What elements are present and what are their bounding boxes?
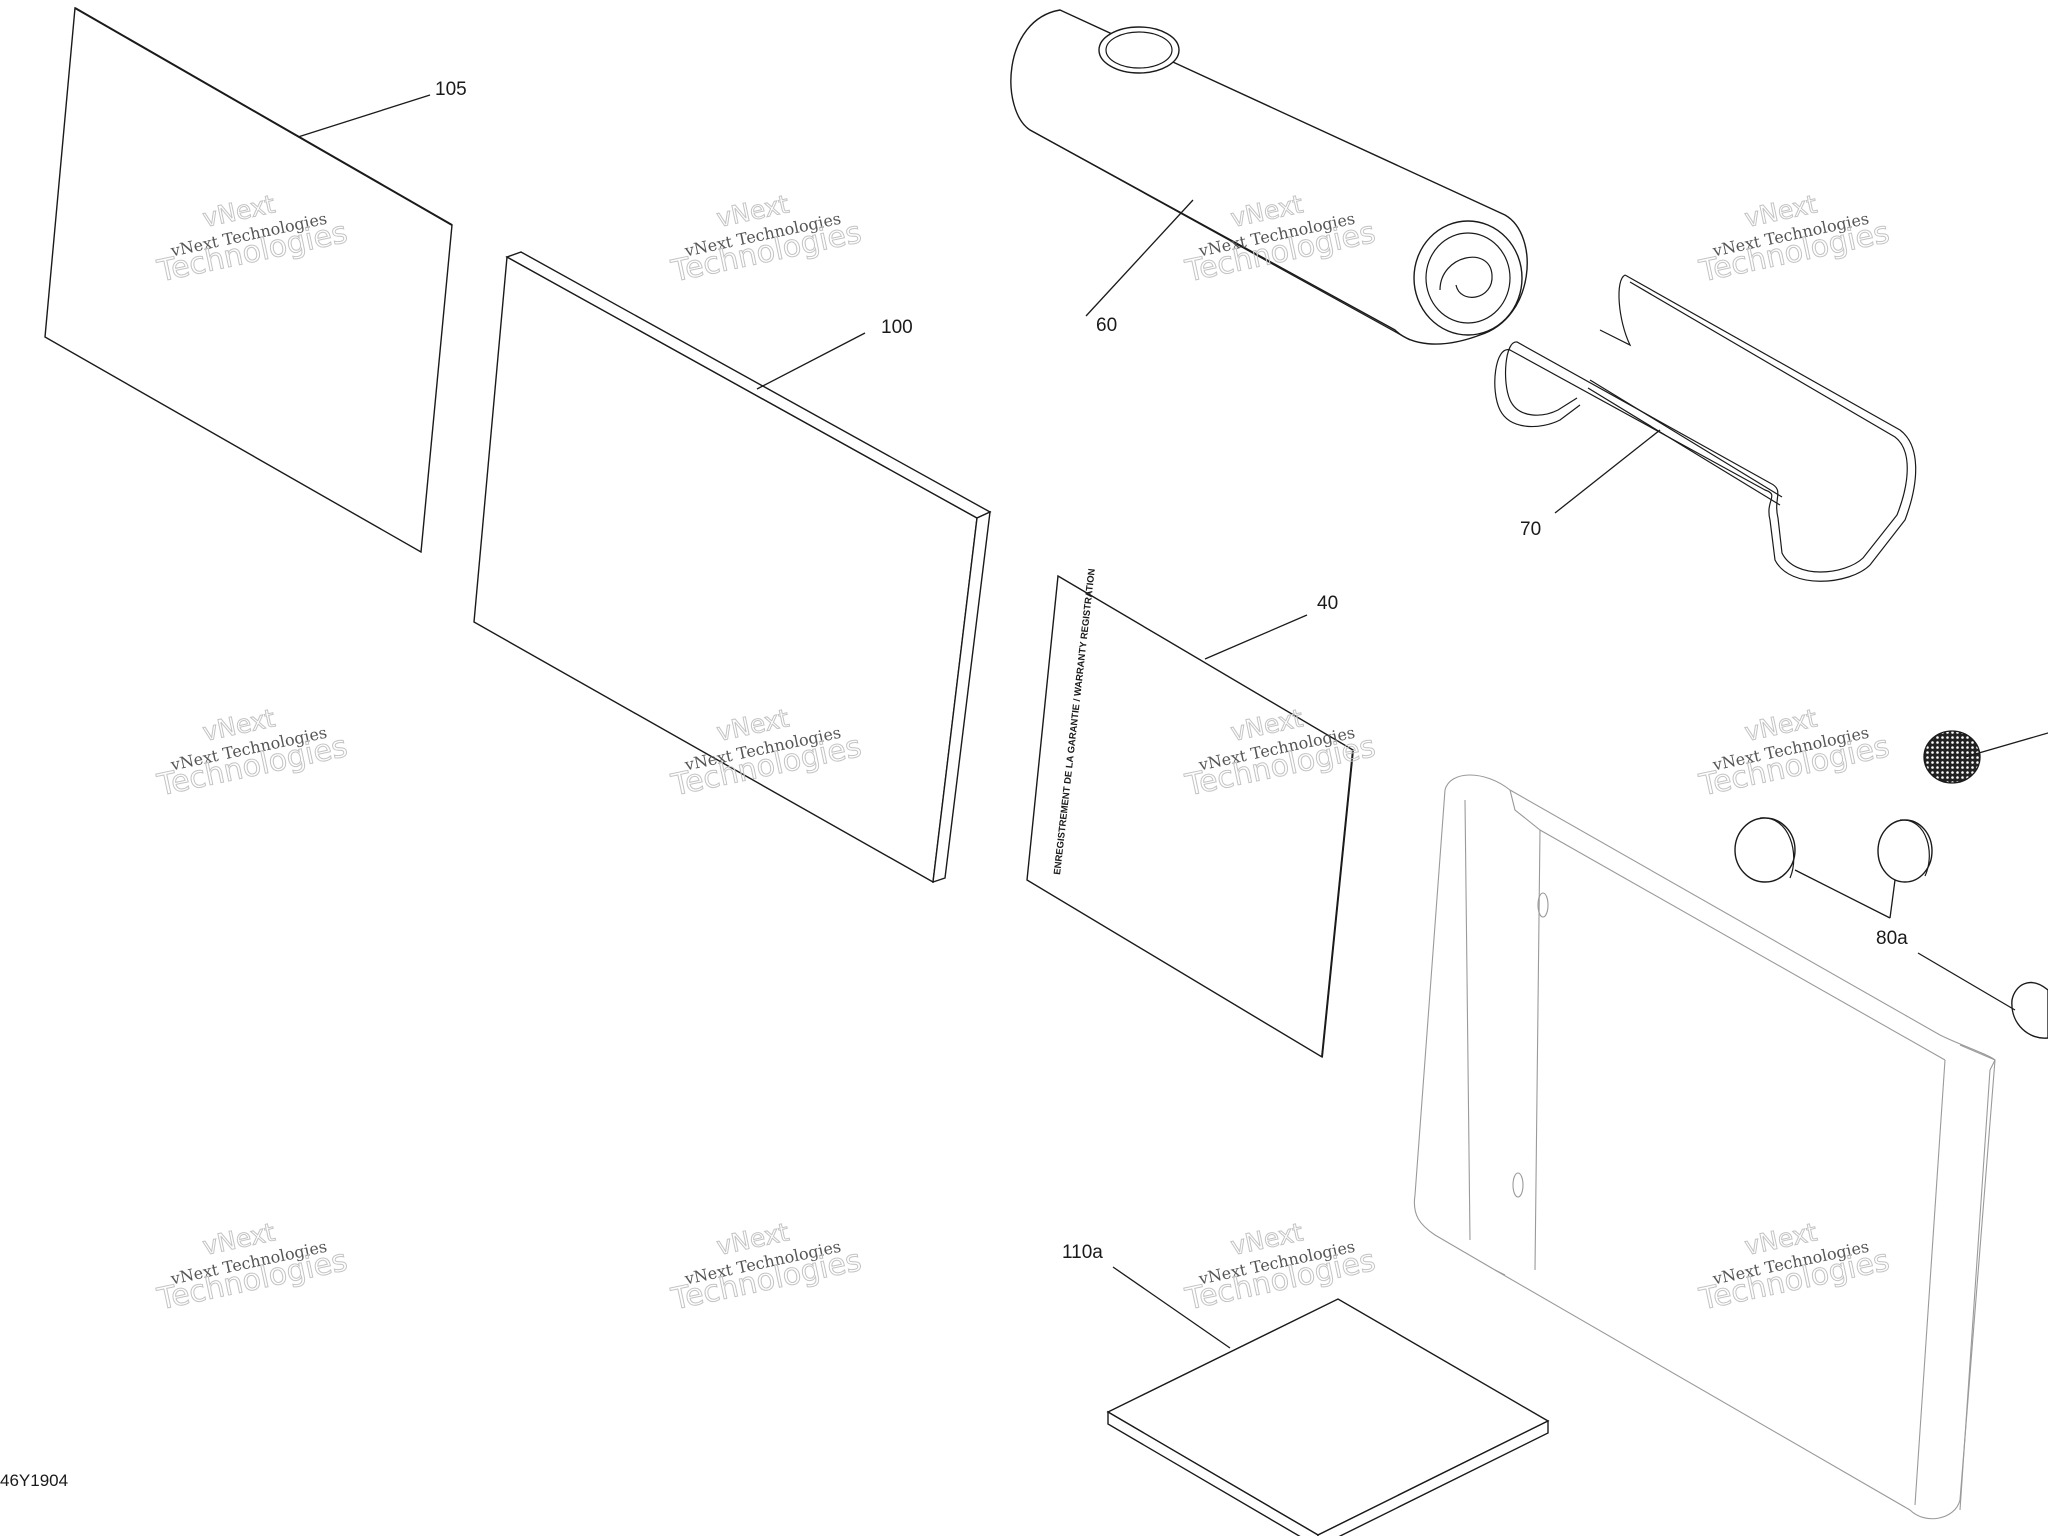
- callout-110a: 110a: [1062, 1242, 1103, 1263]
- callout-labels: 105 100 60 70 40 80a 110a: [435, 79, 1908, 1263]
- part-80a-caps: [1734, 730, 2048, 1039]
- mesh-cap-icon: [1923, 730, 1981, 784]
- part-110a-pad: [1106, 1298, 1550, 1536]
- leader-70: [1554, 429, 1661, 514]
- callout-60: 60: [1096, 315, 1117, 336]
- leader-60: [1085, 199, 1194, 317]
- callout-40: 40: [1317, 593, 1338, 614]
- leader-80a-bottom: [1917, 952, 2016, 1011]
- leader-105: [297, 94, 431, 138]
- diagram-reference: 46Y1904: [0, 1471, 68, 1490]
- part-60-rolled-sleeve: [1010, 9, 1528, 345]
- cap-right: [1877, 819, 1933, 883]
- part-70-wire-frame: [1494, 274, 1917, 582]
- leader-80a-right: [1889, 879, 1896, 919]
- leader-mesh: [1964, 732, 2048, 758]
- callout-70: 70: [1520, 519, 1541, 540]
- cap-bottom: [2011, 981, 2048, 1039]
- part-105-sheet: [44, 6, 453, 554]
- callout-100: 100: [881, 317, 913, 338]
- leader-110a: [1112, 1266, 1231, 1349]
- leader-80a-left: [1794, 869, 1891, 919]
- leader-lines: [297, 94, 2048, 1349]
- callout-105: 105: [435, 79, 467, 100]
- part-40-warranty-card: ENREGISTREMENT DE LA GARANTIE / WARRANTY…: [1026, 568, 1354, 1059]
- callout-80a: 80a: [1876, 928, 1908, 949]
- leader-100: [756, 332, 866, 390]
- part-100-panel: [473, 251, 992, 884]
- carry-case: [1413, 774, 1996, 1520]
- leader-40: [1204, 614, 1308, 660]
- cap-left: [1734, 817, 1796, 883]
